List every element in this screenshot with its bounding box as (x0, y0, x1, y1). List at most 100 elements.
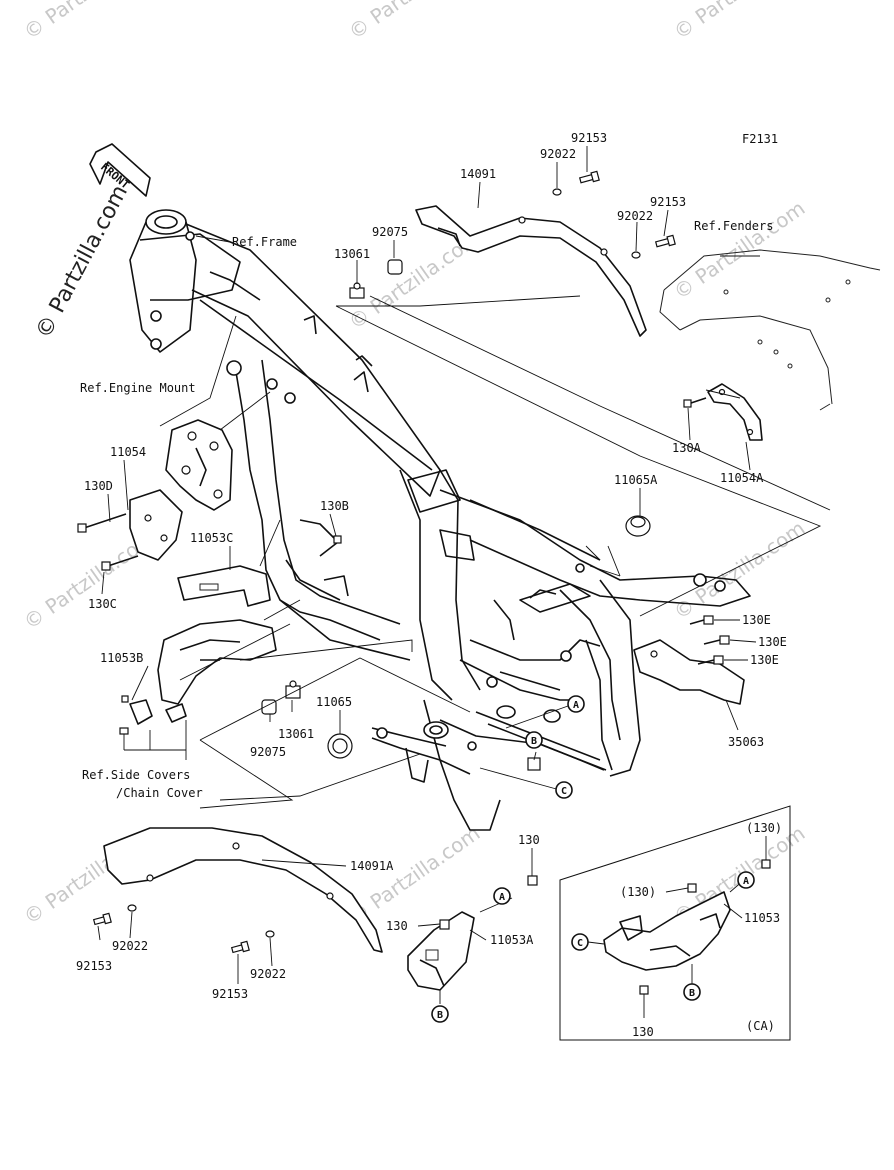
engine-mount-11054 (165, 419, 233, 511)
fender-stay-14091 (415, 205, 647, 337)
ca-variant-box (559, 805, 791, 1041)
hardware-layer (77, 170, 771, 995)
bolt-icon (77, 513, 127, 533)
nut-icon (349, 282, 365, 299)
watermark: © Partzilla.com (669, 516, 809, 624)
part-number: 130E (750, 653, 779, 667)
ca-label: (CA) (746, 1019, 775, 1033)
motorcycle-frame (129, 209, 751, 831)
callout-b: B (683, 983, 701, 1001)
label-chain-cover: /Chain Cover (116, 786, 203, 800)
part-number: 92022 (250, 967, 286, 981)
bolt-icon (230, 940, 250, 954)
screw-icon (121, 695, 129, 703)
grommet-icon (261, 699, 277, 715)
part-number: (130) (620, 885, 656, 899)
bolt-icon (319, 535, 342, 557)
svg-text:C: C (561, 786, 567, 797)
washer-icon (265, 930, 275, 938)
fender-stay-14091A (103, 827, 383, 953)
label-ref-side-covers: Ref.Side Covers (82, 768, 190, 782)
part-number: 92153 (76, 959, 112, 973)
part-number: 11053C (190, 531, 233, 545)
bolt-icon (527, 875, 538, 886)
part-number: 92022 (617, 209, 653, 223)
part-number: 92022 (540, 147, 576, 161)
bolt-icon (92, 912, 112, 926)
callout-b: B (525, 731, 543, 749)
part-number: 130E (758, 635, 787, 649)
part-number: 92153 (212, 987, 248, 1001)
grommet-icon (387, 259, 403, 275)
svg-text:B: B (531, 736, 537, 747)
callout-a: A (737, 871, 755, 889)
ring-icon (327, 733, 353, 759)
part-number: 14091A (350, 859, 394, 873)
svg-text:B: B (437, 1010, 443, 1021)
part-number: 130D (84, 479, 113, 493)
callout-c: C (555, 781, 573, 799)
bolt-icon (703, 635, 730, 645)
part-number: 92075 (250, 745, 286, 759)
bracket-11054A (707, 383, 763, 441)
part-number: 92153 (571, 131, 607, 145)
part-number: 130 (632, 1025, 654, 1039)
bolt-icon (101, 555, 139, 571)
part-number: 130 (386, 919, 408, 933)
front-arrow-icon: FRONT (89, 143, 151, 197)
part-number: 92022 (112, 939, 148, 953)
bracket-130D (129, 489, 183, 561)
part-number: 13061 (278, 727, 314, 741)
callout-a: A (567, 695, 585, 713)
watermark: © Partzilla.com (669, 0, 809, 44)
bolt-icon (683, 397, 707, 408)
part-number: 11065 (316, 695, 352, 709)
label-ref-frame: Ref.Frame (232, 235, 297, 249)
svg-text:A: A (499, 892, 505, 903)
callout-circles: A B C A B A B C (431, 695, 755, 1023)
watermark: © Partzilla.com (19, 0, 159, 44)
part-number: 35063 (728, 735, 764, 749)
bolt-icon (687, 883, 697, 893)
part-number: 130E (742, 613, 771, 627)
callout-c: C (571, 933, 589, 951)
bolt-icon (654, 234, 676, 248)
part-number: 14091 (460, 167, 496, 181)
bracket-35063 (633, 639, 745, 705)
part-number: 92153 (650, 195, 686, 209)
bolt-icon (578, 170, 600, 184)
svg-text:A: A (743, 876, 749, 887)
bolt-icon (439, 919, 450, 930)
svg-text:C: C (577, 938, 583, 949)
part-number: 11054A (720, 471, 764, 485)
main-watermark: © Partzilla.com (31, 181, 133, 343)
part-number: 13061 (334, 247, 370, 261)
part-labels: Ref.Frame Ref.Fenders Ref.Engine Mount R… (76, 131, 787, 1039)
clip-bracket (129, 699, 187, 725)
bolt-icon (689, 615, 714, 625)
part-number: (130) (746, 821, 782, 835)
washer-icon (552, 188, 562, 196)
label-ref-engine-mount: Ref.Engine Mount (80, 381, 196, 395)
cap-icon (625, 515, 651, 537)
figure-code: F2131 (742, 132, 778, 146)
part-number: 11053A (490, 933, 534, 947)
watermark: © Partzilla.com (669, 196, 809, 304)
washer-icon (631, 251, 641, 259)
part-number: 11053B (100, 651, 143, 665)
part-number: 11053 (744, 911, 780, 925)
ref-fender-outline (659, 249, 881, 411)
cover-11053B (157, 619, 277, 705)
clip-icon (527, 757, 541, 771)
bolt-icon (639, 985, 649, 995)
part-number: 130B (320, 499, 349, 513)
bolt-icon (761, 859, 771, 869)
leader-lines (97, 146, 831, 1018)
part-number: 11065A (614, 473, 658, 487)
part-number: 130C (88, 597, 117, 611)
callout-b: B (431, 1005, 449, 1023)
part-number: 11054 (110, 445, 146, 459)
svg-text:A: A (573, 700, 579, 711)
label-ref-fenders: Ref.Fenders (694, 219, 773, 233)
